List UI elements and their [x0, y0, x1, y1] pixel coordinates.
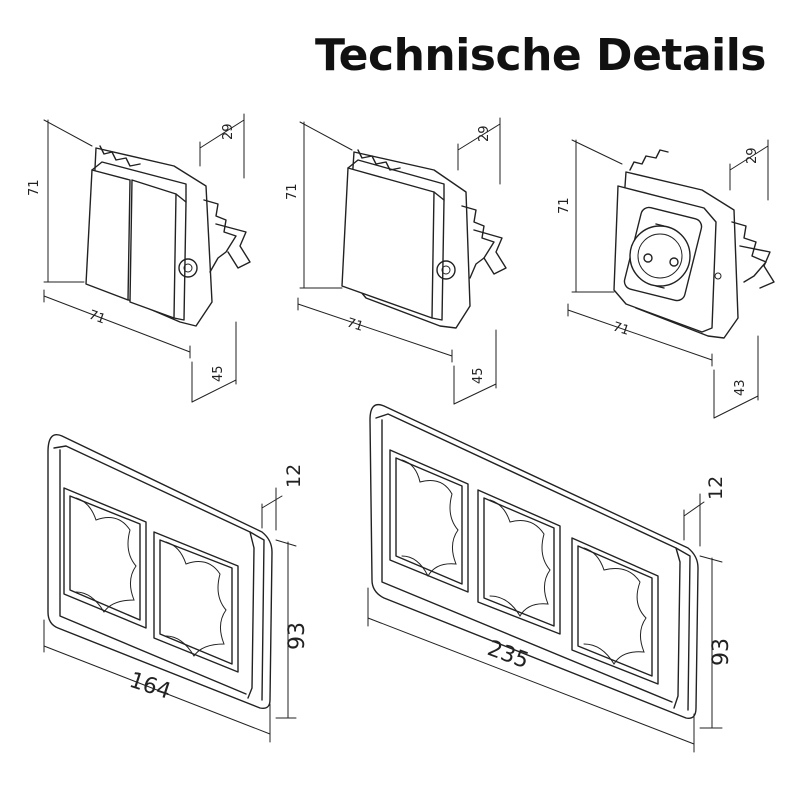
single-switch-top-depth-label: 29	[477, 125, 492, 142]
double-frame-height-label: 93	[285, 622, 310, 650]
triple-frame-height-label: 93	[709, 638, 734, 666]
double-switch-height-dimension: 71	[27, 119, 93, 283]
socket-top-depth-label: 29	[745, 147, 760, 164]
triple-frame-height-dimension: 93	[699, 555, 734, 729]
single-switch-width-dimension: 71	[297, 297, 453, 363]
socket-top-depth-dimension: 29	[729, 139, 769, 201]
single-switch-height-dimension: 71	[285, 121, 353, 289]
single-switch-top-depth-dimension: 29	[457, 117, 501, 185]
double-frame-depth-label: 12	[283, 464, 305, 488]
triple-frame-depth-label: 12	[705, 476, 727, 500]
single-switch-depth-label: 45	[471, 367, 486, 384]
socket-height-label: 71	[557, 197, 572, 214]
socket-module: 71 71 29 43	[557, 139, 775, 419]
double-switch-width-label: 71	[87, 308, 108, 328]
single-switch-depth-dimension: 45	[453, 329, 497, 405]
double-switch-module: 71 71 29 45	[27, 113, 251, 403]
single-switch-width-label: 71	[345, 316, 365, 335]
double-switch-height-label: 71	[27, 179, 42, 196]
single-switch-height-label: 71	[285, 183, 300, 200]
double-frame-depth-dimension: 12	[261, 464, 305, 531]
double-frame: 12 93 164	[43, 434, 310, 743]
double-frame-width-label: 164	[126, 668, 174, 705]
socket-width-label: 71	[611, 320, 631, 339]
socket-width-dimension: 71	[567, 303, 713, 367]
socket-depth-dimension: 43	[713, 335, 759, 419]
triple-frame-depth-dimension: 12	[683, 476, 727, 547]
double-switch-top-depth-label: 29	[221, 123, 236, 140]
double-switch-depth-label: 45	[211, 365, 226, 382]
socket-depth-label: 43	[733, 379, 748, 396]
triple-frame: 12 93 235	[367, 403, 734, 753]
double-switch-top-depth-dimension: 29	[199, 113, 245, 179]
socket-height-dimension: 71	[557, 139, 623, 293]
double-frame-height-dimension: 93	[275, 539, 310, 719]
double-switch-depth-dimension: 45	[191, 321, 237, 403]
single-switch-module: 71 71 29 45	[285, 117, 507, 405]
page-title: Technische Details	[314, 30, 767, 81]
double-switch-width-dimension: 71	[43, 289, 191, 359]
